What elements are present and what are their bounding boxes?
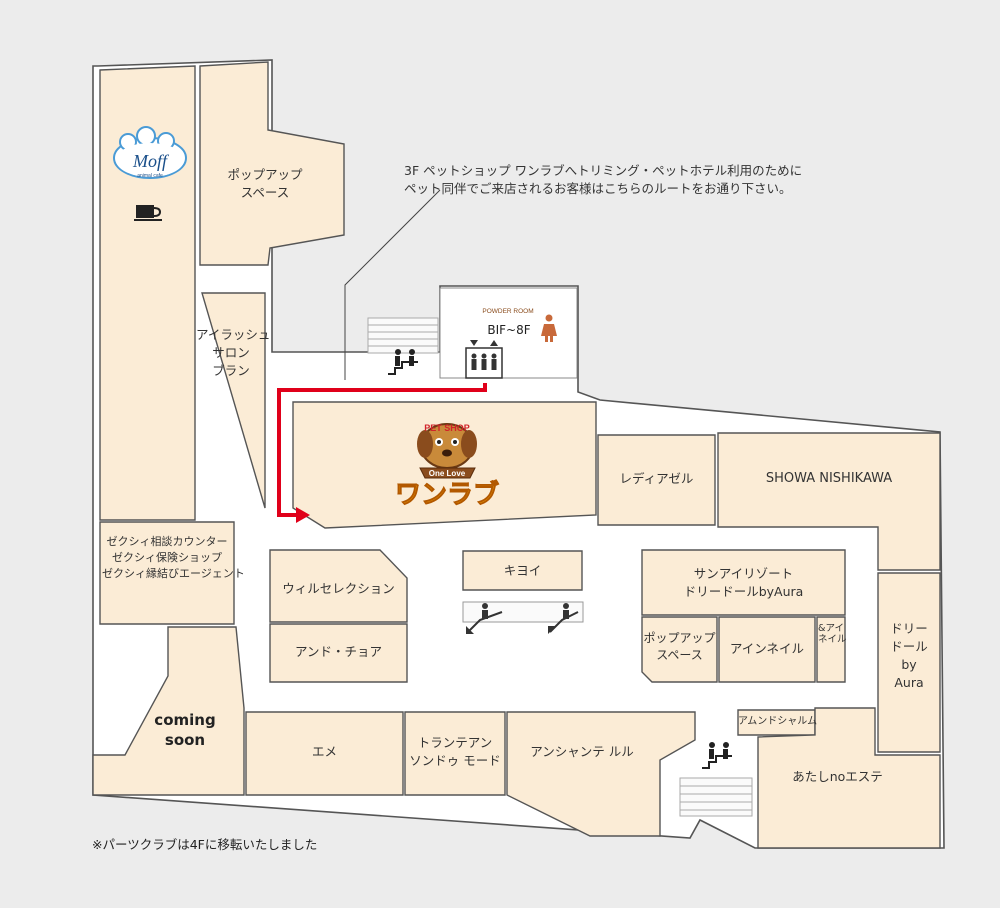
label-ainnail: アインネイル (729, 641, 805, 656)
eyelash-line2: サロン (212, 345, 250, 361)
and-ainail-line2: ネイル (818, 633, 847, 645)
powder-room-label: POWDER ROOM (482, 308, 533, 315)
shop-dolly[interactable] (877, 572, 941, 753)
stairs-icon (702, 742, 732, 769)
label-dolly: ドリー ドール by Aura (878, 620, 940, 693)
label-popup-mid: ポップアップ スペース (642, 630, 717, 665)
trente-line1: トランテアン (417, 735, 493, 750)
shop-and[interactable] (269, 623, 408, 683)
stairs-top (367, 317, 439, 354)
label-zexy: ゼクシィ相談カウンター ゼクシィ保険ショップ ゼクシィ縁結びエージェント (102, 534, 245, 582)
label-sunaire: サンアイリゾート ドリードールbyAura (642, 565, 845, 601)
shop-popup-top[interactable] (199, 61, 345, 266)
shop-sunaire[interactable] (641, 549, 846, 616)
restroom-woman-icon (541, 314, 557, 342)
shop-trente[interactable] (404, 711, 506, 796)
label-will: ウィルセレクション (282, 581, 395, 596)
label-and: アンド・チョア (294, 644, 382, 659)
coming-soon-line1: coming (154, 711, 216, 729)
stairs-icon (388, 349, 418, 375)
zexy-line2: ゼクシィ保険ショップ (112, 550, 222, 564)
label-coming-soon: coming soon (130, 710, 240, 751)
escalator-icon (462, 601, 584, 634)
wanlove-petshop: PET SHOP (424, 423, 470, 433)
wanlove-ribbon: One Love (429, 469, 466, 478)
trente-line2: ソンドゥ モード (409, 753, 501, 769)
shop-ainnail[interactable] (718, 616, 816, 683)
shop-ladyazel[interactable] (597, 434, 716, 526)
popup-top-line2: スペース (240, 185, 290, 201)
label-ladyazel: レディアゼル (619, 471, 694, 486)
shop-enchante[interactable] (506, 711, 696, 837)
wanlove-logo: One Love PET SHOP ワンラブ (394, 423, 500, 511)
label-kiyoi: キヨイ (503, 563, 542, 578)
zexy-line1: ゼクシィ相談カウンター (106, 535, 228, 548)
shop-will[interactable] (269, 549, 408, 623)
sunaire-line2: ドリードールbyAura (683, 584, 804, 600)
stairs-bottom (679, 777, 753, 817)
moff-logo: Moff animal cafe (113, 126, 187, 179)
label-eme: エメ (311, 744, 337, 759)
label-showa: SHOWA NISHIKAWA (765, 471, 893, 486)
shop-coming-soon[interactable] (92, 626, 245, 796)
label-popup-top: ポップアップ スペース (200, 166, 330, 202)
wanlove-name: ワンラブ (395, 479, 499, 510)
shop-zexy[interactable] (99, 521, 235, 625)
zexy-line3: ゼクシィ縁結びエージェント (102, 566, 245, 580)
route-notice-line1: 3F ペットショップ ワンラブへトリミング・ペットホテル利用のために (404, 163, 803, 178)
dolly-line2: ドール (890, 639, 928, 655)
label-atashi: あたしnoエステ (792, 769, 883, 784)
dolly-line4: Aura (894, 675, 924, 691)
elevator-label: BIF~8F (487, 323, 530, 337)
label-amundo: アムンドシャルム (738, 716, 818, 727)
and-ainail-line1: &アイ (818, 623, 844, 634)
shop-and-ainail[interactable] (816, 616, 846, 683)
coming-soon-line2: soon (164, 731, 206, 750)
moff-sub: animal cafe (137, 173, 163, 179)
route-notice: 3F ペットショップ ワンラブへトリミング・ペットホテル利用のために ペット同伴… (404, 162, 802, 198)
pet-route-arrow (277, 383, 487, 517)
footnote: ※パーツクラブは4Fに移転いたしました (92, 837, 318, 852)
moff-name: Moff (132, 151, 170, 171)
route-notice-line2: ペット同伴でご来店されるお客様はこちらのルートをお通り下さい。 (404, 181, 792, 197)
shop-showa[interactable] (717, 432, 941, 571)
route-arrow-head (296, 507, 310, 523)
dolly-line1: ドリー (890, 621, 928, 636)
dolly-line3: by (901, 657, 917, 673)
popup-top-line1: ポップアップ (227, 167, 303, 182)
notice-leader-line (344, 189, 441, 380)
popup-mid-line1: ポップアップ (643, 631, 716, 645)
shop-popup-mid[interactable] (641, 616, 718, 683)
label-eyelash: アイラッシュ サロン ブラン (196, 326, 271, 380)
label-enchante: アンシャンテ ルル (530, 744, 634, 759)
popup-mid-line2: スペース (656, 648, 703, 663)
label-and-ainail: &アイ ネイル (818, 623, 847, 646)
eyelash-line1: アイラッシュ (196, 327, 271, 342)
shop-kiyoi[interactable] (462, 550, 583, 591)
label-trente: トランテアン ソンドゥ モード (405, 734, 505, 770)
shop-moff[interactable] (99, 65, 196, 521)
shop-eme[interactable] (245, 711, 404, 796)
shop-eyelash[interactable] (201, 292, 266, 509)
eyelash-line3: ブラン (212, 363, 250, 379)
coffee-cup-icon (134, 205, 162, 221)
elevator-icon (465, 340, 503, 379)
sunaire-line1: サンアイリゾート (693, 566, 794, 581)
shop-atashi[interactable] (757, 707, 941, 849)
